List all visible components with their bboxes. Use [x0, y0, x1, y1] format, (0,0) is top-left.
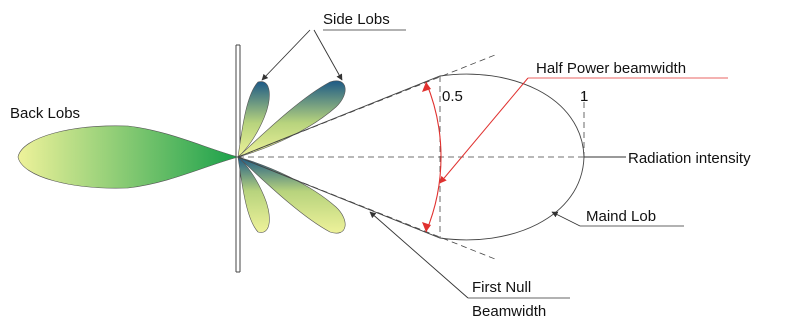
half-power-arc	[425, 81, 442, 233]
half-power-beamwidth-label: Half Power beamwidth	[536, 60, 686, 77]
half-power-arc-arrow-bottom	[422, 222, 431, 232]
first-null-label-line1: First Null	[472, 279, 531, 296]
main-lob-label: Maind Lob	[586, 208, 656, 225]
side-lobe-upper-outer	[237, 80, 346, 158]
radiation-intensity-label: Radiation intensity	[628, 150, 751, 167]
back-lobs-label: Back Lobs	[10, 105, 80, 122]
back-lobe	[17, 125, 240, 189]
side-lobs-leaders	[261, 29, 406, 81]
main-lob-leader	[551, 211, 684, 227]
first-null-leader	[369, 211, 570, 299]
max-value-label: 1	[580, 88, 588, 105]
side-lobe-lower-inner	[237, 156, 270, 233]
side-lobe-lower-outer	[237, 156, 346, 234]
half-power-value-label: 0.5	[442, 88, 463, 105]
guide-lines	[237, 54, 628, 260]
first-null-label-line2: Beamwidth	[472, 303, 546, 320]
half-power-arc-arrow-top	[422, 82, 431, 92]
half-power-leader	[439, 77, 529, 184]
side-lobs-label: Side Lobs	[323, 11, 390, 28]
side-lobe-upper-inner	[237, 81, 270, 158]
